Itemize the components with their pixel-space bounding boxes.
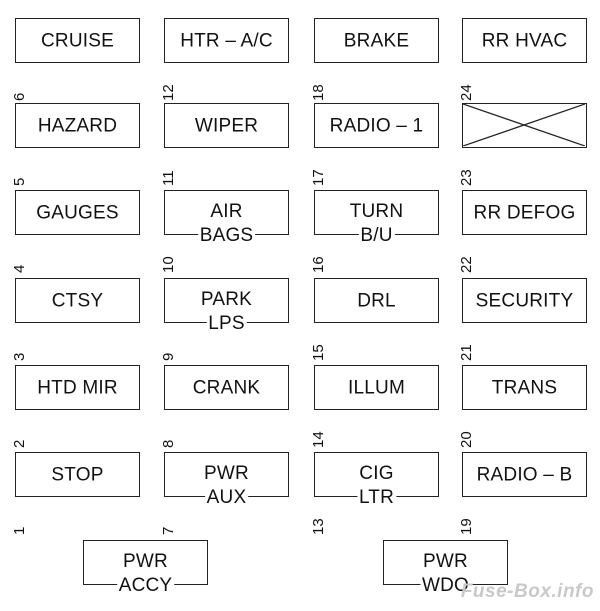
fuse-slot: GAUGES — [15, 190, 140, 235]
fuse-number: 6 — [11, 92, 28, 101]
fuse-slot: AIR BAGS — [164, 190, 289, 245]
fuse-label: PARK — [200, 289, 253, 310]
fuse-number: 5 — [11, 177, 28, 186]
fuse-number: 16 — [310, 256, 327, 273]
fuse-label: CTSY — [51, 290, 104, 311]
fuse-number: 8 — [160, 439, 177, 448]
fuse-label: PWR — [204, 463, 249, 484]
fuse-label: SECURITY — [475, 290, 574, 311]
fuse-number: 21 — [458, 344, 475, 361]
fuse-number: 9 — [160, 352, 177, 361]
fuse-number: 23 — [458, 169, 475, 186]
fuse-slot: PWR ACCY — [83, 540, 208, 595]
fuse-label: CRANK — [192, 377, 261, 398]
fuse-label: RADIO – 1 — [329, 115, 424, 136]
fuse-slot: RR DEFOG — [462, 190, 587, 235]
fuse-label: CIG — [359, 463, 394, 484]
fuse-label: HTR – A/C — [180, 30, 273, 51]
fuse-number: 3 — [11, 352, 28, 361]
fuse-slot: PWR AUX — [164, 452, 289, 507]
fuse-number: 1 — [11, 526, 28, 535]
watermark: Fuse-Box.info — [460, 581, 594, 602]
fuse-label: TURN — [349, 201, 404, 222]
fuse-label: DRL — [357, 290, 396, 311]
fuse-label: RR DEFOG — [473, 202, 576, 223]
fuse-slot: WIPER — [164, 103, 289, 148]
fuse-label: WDO — [419, 575, 472, 596]
cross-mark-icon — [463, 104, 585, 146]
fuse-number: 14 — [310, 431, 327, 448]
fuse-number: 2 — [11, 439, 28, 448]
fuse-number: 12 — [160, 84, 177, 101]
fuse-label: WIPER — [194, 115, 259, 136]
fuse-slot: PARK LPS — [164, 278, 289, 333]
fuse-label: HTD MIR — [37, 377, 118, 398]
fuse-slot: STOP — [15, 452, 140, 497]
fuse-slot: TURN B/U — [314, 190, 439, 245]
fuse-number: 19 — [458, 518, 475, 535]
fuse-label: AUX — [204, 487, 249, 508]
fuse-slot: SECURITY — [462, 278, 587, 323]
fuse-slot: PWR WDO — [383, 540, 508, 595]
fuse-label: ACCY — [116, 575, 175, 596]
fuse-number: 11 — [160, 170, 177, 186]
fuse-number: 13 — [310, 518, 327, 535]
fuse-label: GAUGES — [36, 202, 119, 223]
fuse-label: B/U — [358, 225, 395, 246]
fuse-number: 20 — [458, 431, 475, 448]
fuse-label: RR HVAC — [481, 30, 568, 51]
fuse-slot: RADIO – 1 — [314, 103, 439, 148]
fuse-label: BAGS — [197, 225, 256, 246]
fuse-label: HAZARD — [37, 115, 118, 136]
fuse-slot: HAZARD — [15, 103, 140, 148]
fuse-slot: CIG LTR — [314, 452, 439, 507]
fuse-label: ILLUM — [348, 377, 405, 398]
fuse-label: AIR — [210, 201, 243, 222]
fuse-slot: BRAKE — [314, 18, 439, 63]
fuse-slot: ILLUM — [314, 365, 439, 410]
fuse-label: TRANS — [491, 377, 558, 398]
fuse-number: 24 — [458, 84, 475, 101]
fuse-number: 22 — [458, 256, 475, 273]
fuse-slot: HTR – A/C — [164, 18, 289, 63]
fuse-label: PWR — [123, 551, 168, 572]
fuse-label: BRAKE — [343, 30, 410, 51]
fuse-slot-empty — [462, 103, 587, 148]
fuse-label: LTR — [356, 487, 397, 508]
fuse-number: 4 — [11, 264, 28, 273]
fuse-label: RADIO – B — [476, 464, 573, 485]
fuse-slot: DRL — [314, 278, 439, 323]
fuse-slot: RR HVAC — [462, 18, 587, 63]
fuse-number: 7 — [160, 526, 177, 535]
fuse-number: 10 — [160, 256, 177, 273]
fuse-slot: HTD MIR — [15, 365, 140, 410]
fuse-label: LPS — [206, 313, 247, 334]
fuse-number: 17 — [310, 169, 327, 186]
fuse-number: 15 — [310, 344, 327, 361]
fuse-slot: TRANS — [462, 365, 587, 410]
fuse-slot: CRUISE — [15, 18, 140, 63]
fuse-number: 18 — [310, 84, 327, 101]
fuse-slot: CRANK — [164, 365, 289, 410]
fuse-slot: RADIO – B — [462, 452, 587, 497]
fuse-slot: CTSY — [15, 278, 140, 323]
fuse-label: STOP — [51, 464, 104, 485]
fuse-label: CRUISE — [41, 30, 114, 51]
fuse-label: PWR — [423, 551, 468, 572]
